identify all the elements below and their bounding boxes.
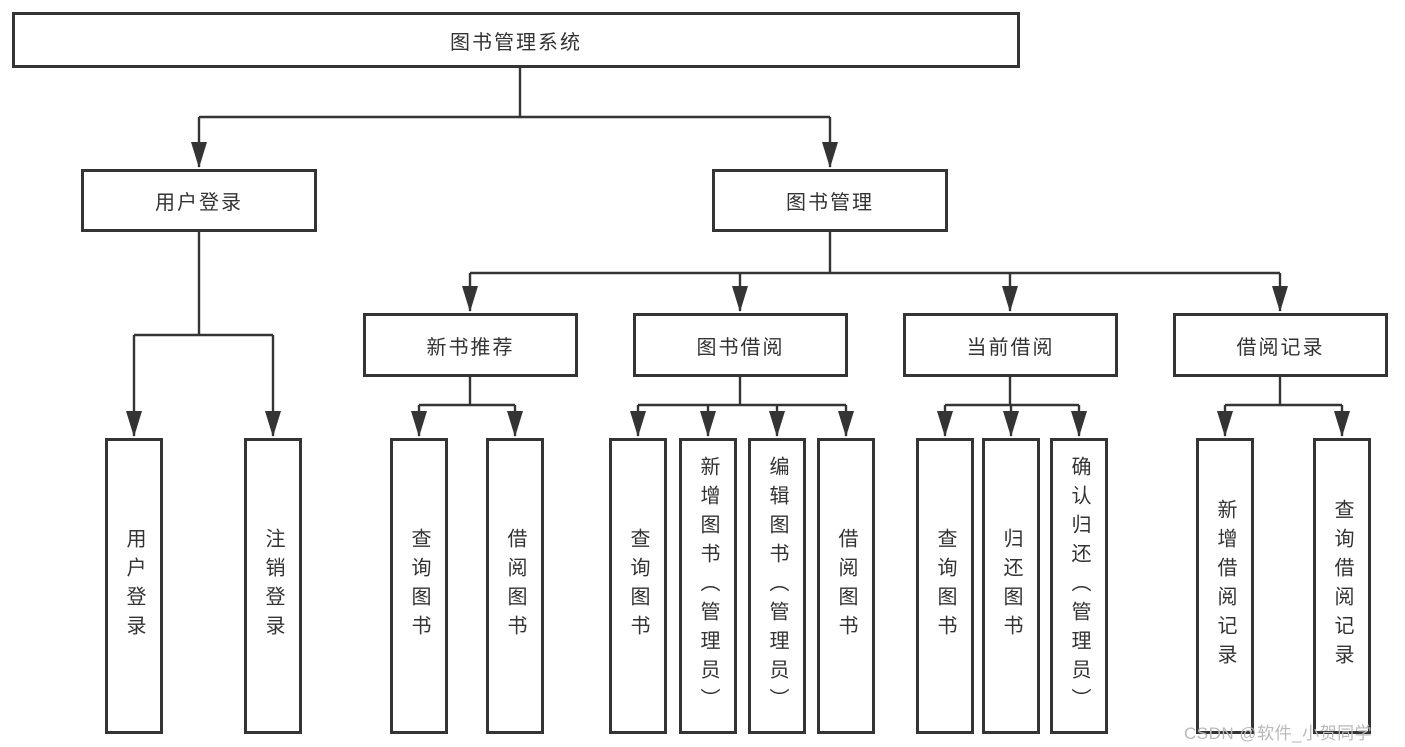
leaf-query-borrow-record-label: 查询借阅记录	[1331, 499, 1353, 673]
connector-root-split	[199, 68, 830, 119]
leaf-query-books-current-label: 查询图书	[934, 528, 956, 644]
leaf-query-books-borrow-label: 查询图书	[627, 528, 649, 644]
leaf-user-login: 用户登录	[105, 438, 163, 734]
leaf-user-login-label: 用户登录	[123, 528, 145, 644]
leaf-return-books: 归还图书	[982, 438, 1040, 734]
node-current-borrow: 当前借阅	[903, 313, 1118, 377]
node-borrow-record-label: 借阅记录	[1236, 336, 1325, 359]
leaf-confirm-return-admin: 确认归还（管理员）	[1050, 438, 1108, 734]
node-root-label: 图书管理系统	[450, 31, 582, 54]
leaf-logout-login-label: 注销登录	[262, 528, 284, 644]
leaf-add-borrow-record-label: 新增借阅记录	[1214, 499, 1236, 673]
leaf-add-books-admin: 新增图书（管理员）	[679, 438, 737, 734]
leaf-query-borrow-record: 查询借阅记录	[1313, 438, 1371, 734]
leaf-borrow-books-recommend-label: 借阅图书	[504, 528, 526, 644]
leaf-query-books-borrow: 查询图书	[609, 438, 667, 734]
leaf-logout-login: 注销登录	[244, 438, 302, 734]
leaf-query-books-current: 查询图书	[916, 438, 974, 734]
node-new-book-recommend-label: 新书推荐	[426, 336, 515, 359]
node-book-borrow-label: 图书借阅	[696, 336, 785, 359]
leaf-confirm-return-admin-label: 确认归还（管理员）	[1068, 455, 1090, 717]
node-borrow-record: 借阅记录	[1173, 313, 1388, 377]
leaf-return-books-label: 归还图书	[1000, 528, 1022, 644]
leaf-borrow-books: 借阅图书	[817, 438, 875, 734]
node-user-login: 用户登录	[81, 169, 317, 232]
connector-borrow-record-split	[1225, 377, 1342, 407]
connector-current-borrow-split	[945, 377, 1079, 407]
connector-user-login-split	[134, 232, 273, 337]
node-current-borrow-label: 当前借阅	[966, 336, 1055, 359]
node-root: 图书管理系统	[12, 12, 1020, 68]
csdn-watermark: CSDN @软件_小贺同学	[1184, 724, 1373, 743]
leaf-add-borrow-record: 新增借阅记录	[1196, 438, 1254, 734]
leaf-borrow-books-recommend: 借阅图书	[486, 438, 544, 734]
connector-new-book-split	[419, 377, 515, 407]
leaf-add-books-admin-label: 新增图书（管理员）	[697, 455, 719, 717]
leaf-query-books-recommend-label: 查询图书	[408, 528, 430, 644]
leaf-borrow-books-label: 借阅图书	[835, 528, 857, 644]
node-user-login-label: 用户登录	[155, 192, 243, 214]
node-new-book-recommend: 新书推荐	[363, 313, 578, 377]
node-book-borrow: 图书借阅	[633, 313, 848, 377]
node-book-management: 图书管理	[712, 169, 948, 232]
leaf-edit-books-admin: 编辑图书（管理员）	[748, 438, 806, 734]
leaf-query-books-recommend: 查询图书	[390, 438, 448, 734]
connector-book-borrow-split	[638, 377, 846, 407]
leaf-edit-books-admin-label: 编辑图书（管理员）	[766, 455, 788, 717]
node-book-management-label: 图书管理	[786, 192, 874, 214]
connector-book-management-split	[470, 232, 1280, 275]
